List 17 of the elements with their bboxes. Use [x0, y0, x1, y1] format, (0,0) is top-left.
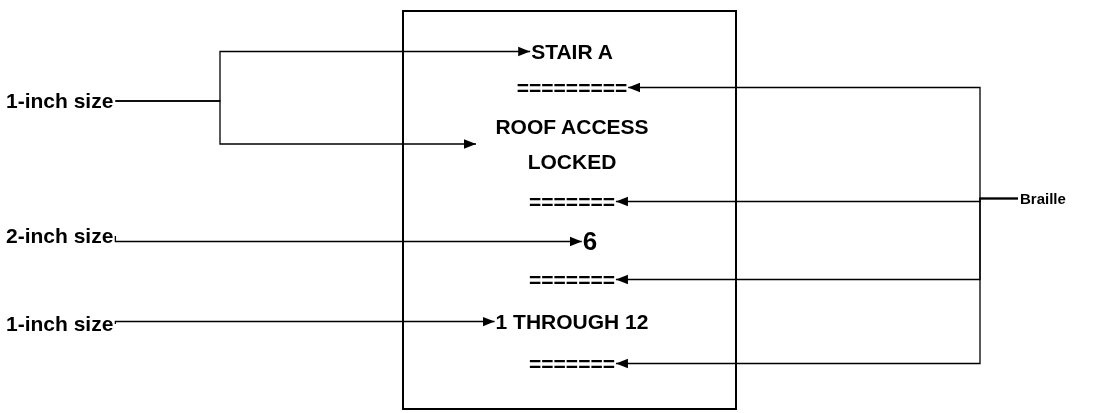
sign-text: ROOF ACCESS LOCKED: [477, 109, 667, 179]
arrow: [114, 235, 583, 247]
size-label: 2-inch size: [6, 224, 114, 248]
sign-text: 6: [582, 224, 598, 259]
arrow: [114, 316, 496, 327]
sign-text: =======: [529, 346, 615, 381]
size-label: Braille: [1020, 190, 1066, 207]
arrow: [615, 197, 1019, 369]
sign-panel: [402, 10, 737, 410]
sign-text: =======: [529, 184, 615, 219]
sign-text: =======: [529, 262, 615, 297]
size-label: 1-inch size: [6, 89, 114, 113]
sign-text: 1 THROUGH 12: [495, 304, 649, 339]
size-label: 1-inch size: [6, 312, 114, 336]
sign-text: =========: [516, 70, 628, 105]
arrow: [114, 100, 477, 149]
sign-text: STAIR A: [531, 34, 613, 69]
